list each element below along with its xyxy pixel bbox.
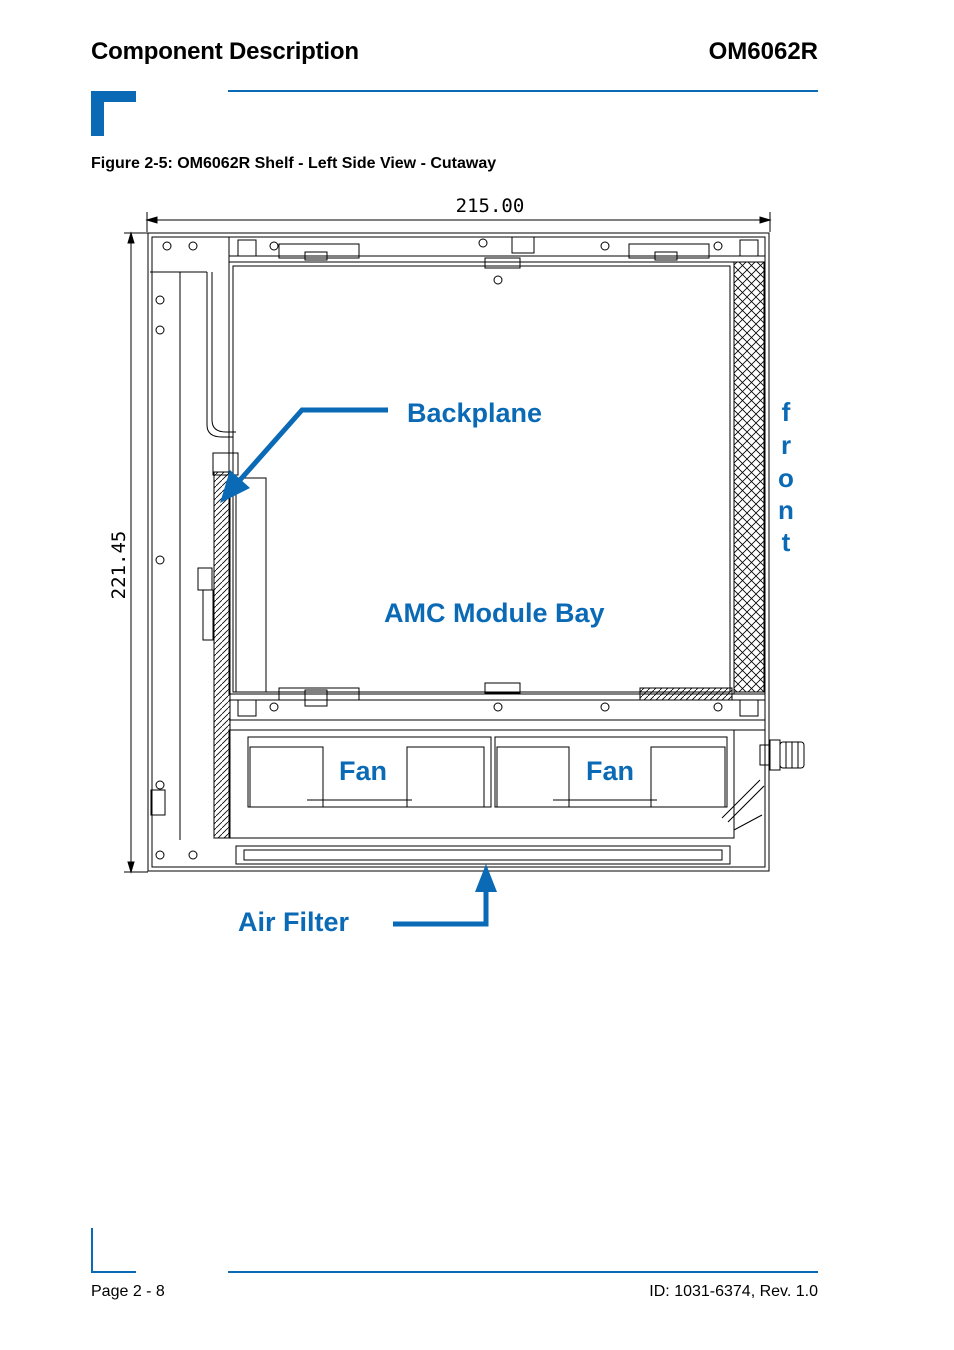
page-number: Page 2 - 8 <box>91 1283 165 1300</box>
bottom-rail-hatch <box>639 687 733 701</box>
corner-mark-bottom <box>91 1228 136 1273</box>
footer-rule <box>228 1271 818 1273</box>
backplane-label: Backplane <box>407 398 542 428</box>
air-filter-arrow <box>393 864 497 927</box>
shelf-structure <box>147 232 805 872</box>
fan-label-right: Fan <box>586 756 634 786</box>
amc-module-bay-label: AMC Module Bay <box>384 598 605 628</box>
front-letter: f <box>782 397 791 427</box>
front-mesh-panel <box>733 261 765 693</box>
header-rule <box>228 90 818 92</box>
front-letter: r <box>781 430 791 460</box>
backplane-board <box>213 471 231 839</box>
figure-caption: Figure 2-5: OM6062R Shelf - Left Side Vi… <box>91 155 497 172</box>
width-dimension <box>145 212 772 232</box>
product-name: OM6062R <box>708 38 818 65</box>
corner-mark-top <box>91 91 136 136</box>
height-dimension-text: 221.45 <box>108 531 130 600</box>
backplane-arrow <box>220 407 388 503</box>
fan-label-left: Fan <box>339 756 387 786</box>
front-letter: n <box>778 495 794 525</box>
front-letter: t <box>782 527 791 557</box>
air-filter-label: Air Filter <box>238 907 350 937</box>
section-title: Component Description <box>91 38 359 65</box>
front-letter: o <box>778 463 794 493</box>
document-id: ID: 1031-6374, Rev. 1.0 <box>649 1283 818 1300</box>
height-dimension <box>124 231 148 874</box>
width-dimension-text: 215.00 <box>456 195 525 217</box>
shelf-cutaway-drawing: 215.00 221.45 <box>108 195 805 937</box>
